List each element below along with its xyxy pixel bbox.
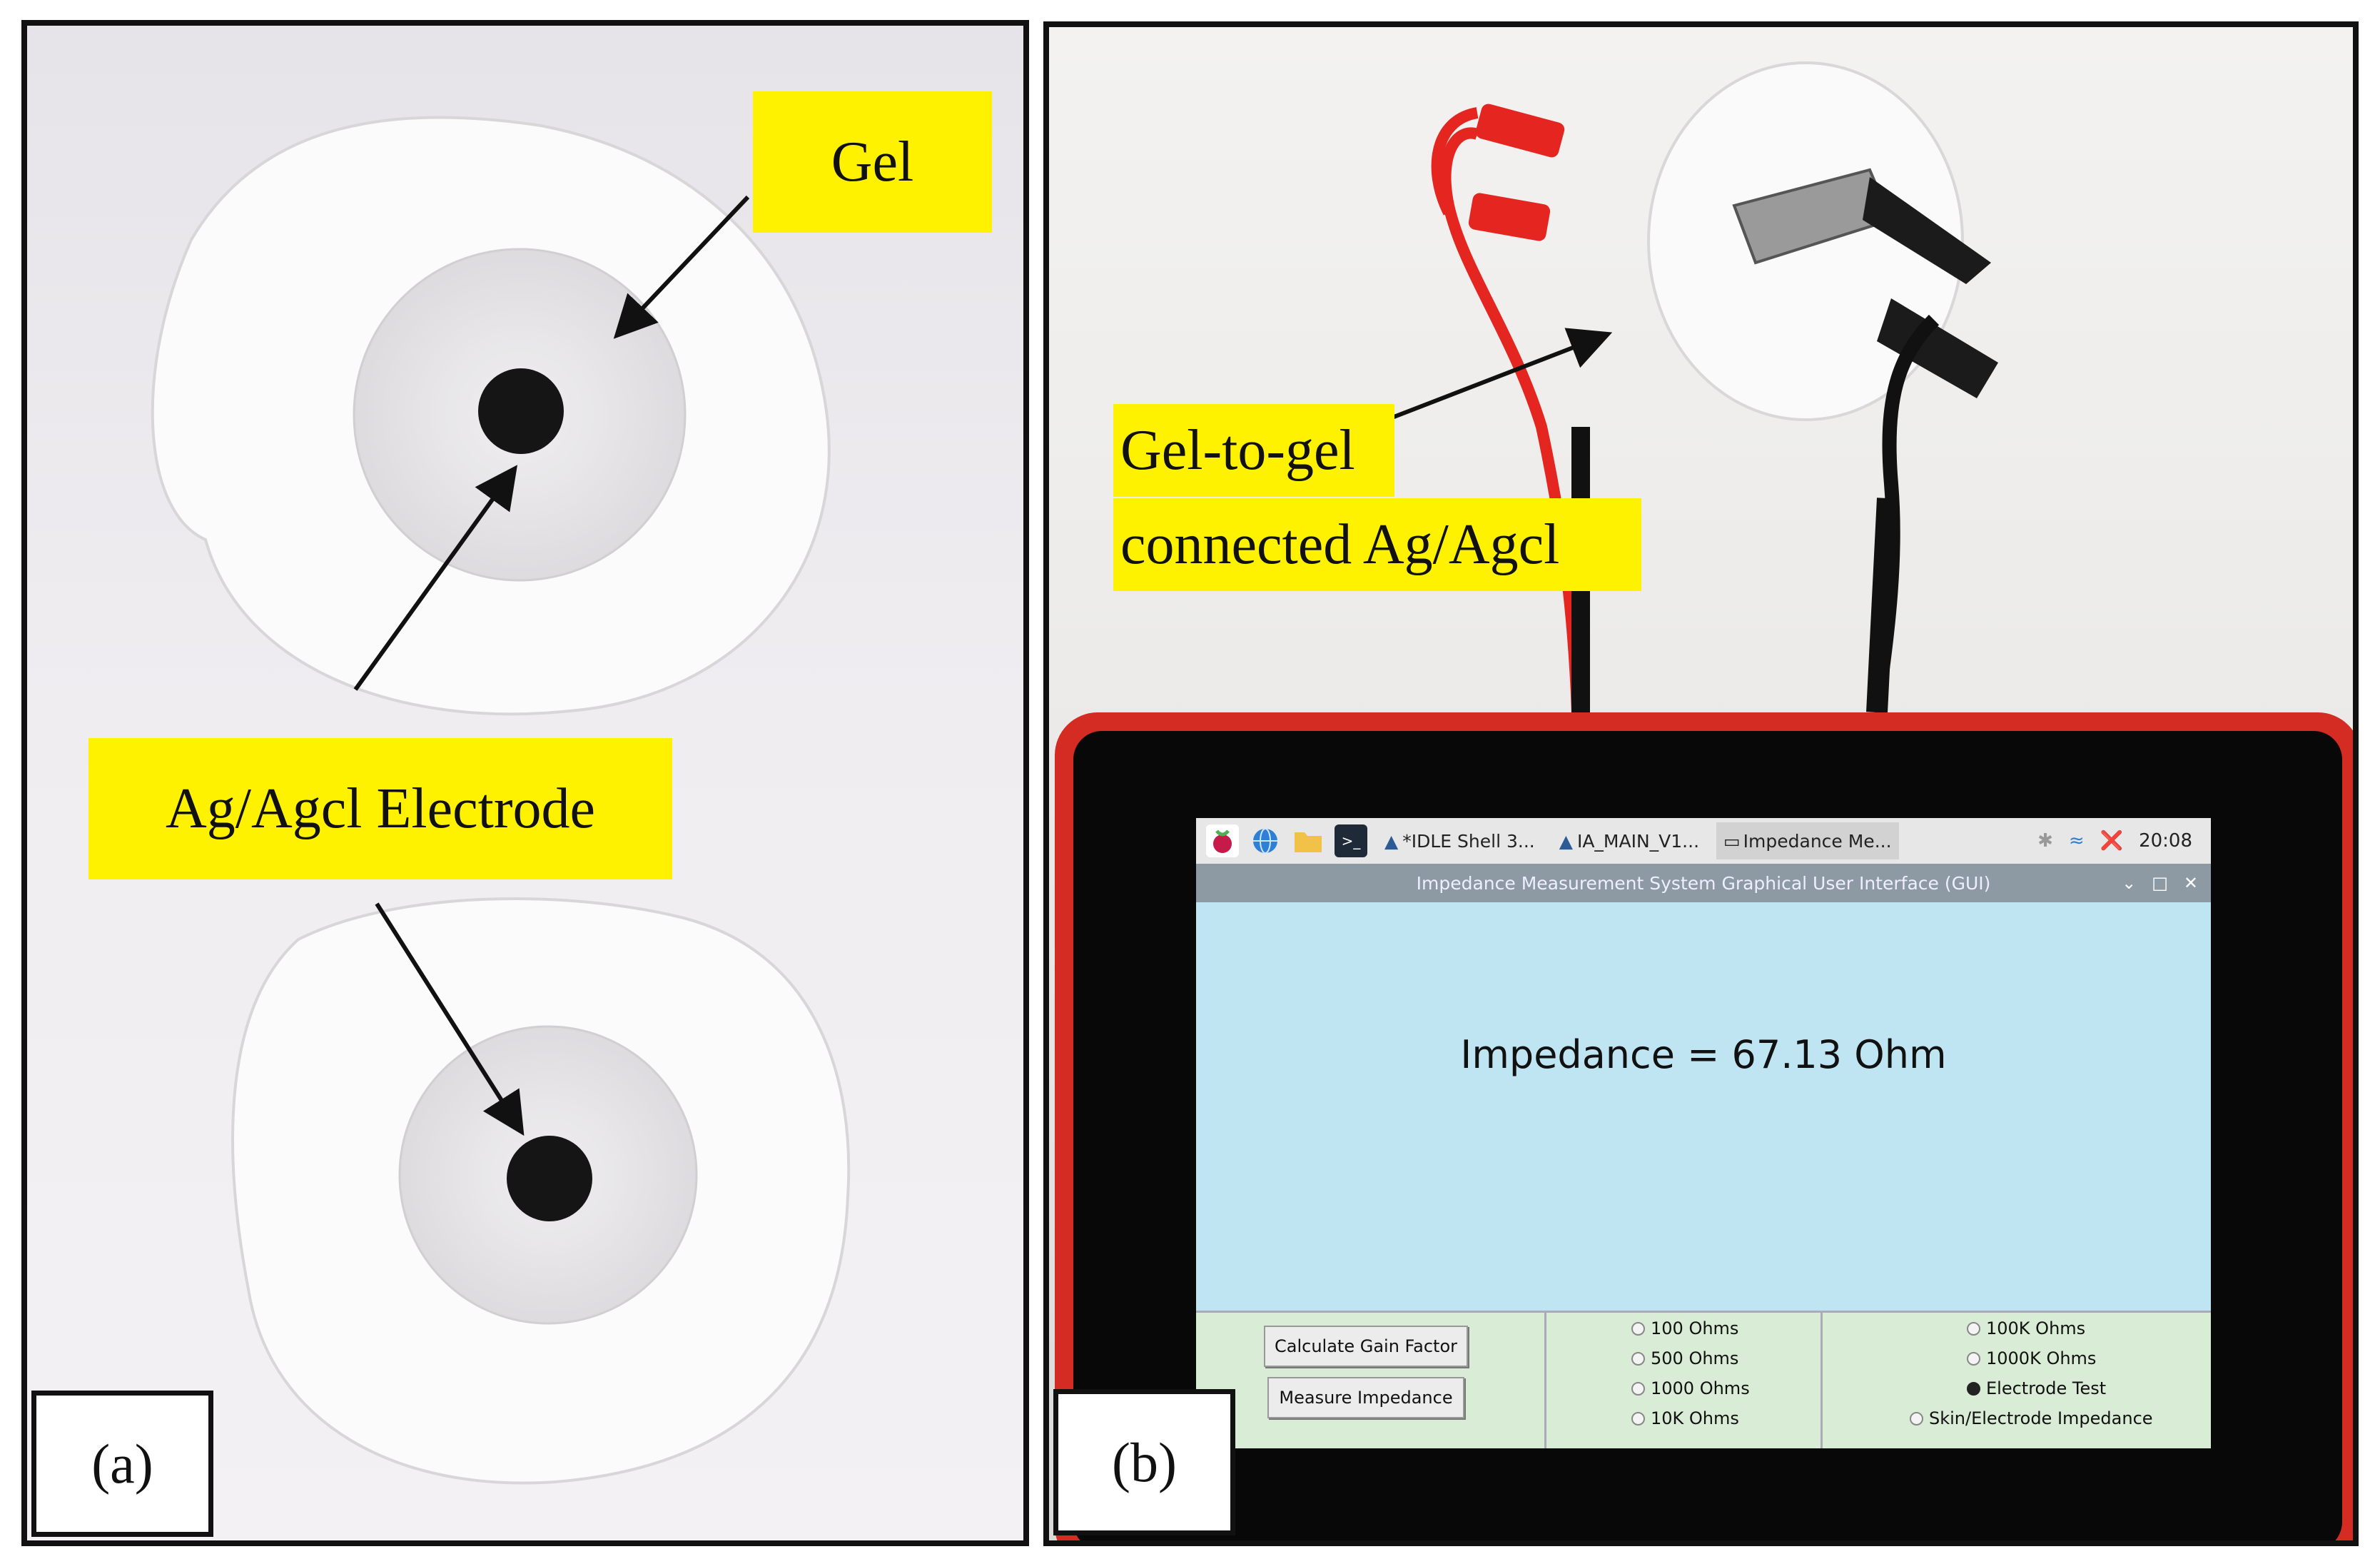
divider	[1544, 1313, 1546, 1448]
radio-100k-ohms[interactable]: 100K Ohms	[1967, 1318, 2085, 1338]
globe-icon[interactable]	[1249, 824, 1282, 857]
maximize-icon[interactable]: □	[2152, 873, 2168, 893]
system-tray: ✱ ≈ ❌ 20:08	[2037, 830, 2211, 852]
control-panel: Calculate Gain Factor Measure Impedance …	[1196, 1311, 2211, 1448]
radio-500-ohms[interactable]: 500 Ohms	[1631, 1348, 1738, 1368]
calculate-gain-factor-button[interactable]: Calculate Gain Factor	[1264, 1326, 1468, 1367]
folder-icon[interactable]	[1292, 824, 1325, 857]
top-electrode	[151, 116, 831, 716]
radio-label: 1000 Ohms	[1651, 1378, 1750, 1398]
arrow-to-bottom-electrode	[375, 902, 525, 1136]
gel-to-gel-label-line2: connected Ag/Agcl	[1113, 498, 1641, 591]
taskbar-task-idle[interactable]: ▲ *IDLE Shell 3...	[1377, 822, 1542, 859]
radio-dot	[1631, 1351, 1645, 1366]
radio-dot	[1967, 1351, 1980, 1366]
red-wire	[1439, 127, 1583, 713]
taskbar: >_ ▲ *IDLE Shell 3... ▲ IA_MAIN_V1... ▭ …	[1196, 818, 2211, 864]
measure-impedance-button[interactable]: Measure Impedance	[1267, 1377, 1464, 1418]
taskbar-task-impedance-label: Impedance Me...	[1743, 830, 1892, 852]
close-icon[interactable]: ✕	[2183, 873, 2198, 893]
radio-dot-selected	[1967, 1381, 1980, 1396]
impedance-readout: Impedance = 67.13 Ohm	[1460, 1032, 1947, 1077]
window-title: Impedance Measurement System Graphical U…	[1416, 872, 1991, 894]
taskbar-task-main[interactable]: ▲ IA_MAIN_V1...	[1552, 822, 1706, 859]
arrow-to-top-electrode	[353, 465, 518, 691]
taskbar-task-main-label: IA_MAIN_V1...	[1576, 830, 1700, 852]
radio-1000k-ohms[interactable]: 1000K Ohms	[1967, 1348, 2096, 1368]
radio-label: 1000K Ohms	[1986, 1348, 2097, 1368]
gel-label: Gel	[753, 91, 992, 233]
radio-dot	[1967, 1321, 1980, 1336]
radio-dot	[1910, 1411, 1923, 1426]
radio-label: 10K Ohms	[1651, 1408, 1739, 1428]
window-icon: ▭	[1723, 830, 1741, 852]
radio-electrode-test[interactable]: Electrode Test	[1967, 1378, 2106, 1398]
arrow-to-connected-electrode	[1376, 328, 1613, 425]
radio-label: 100K Ohms	[1986, 1318, 2086, 1338]
gel-to-gel-label-line1: Gel-to-gel	[1113, 404, 1394, 497]
alligator-clip	[1732, 168, 1998, 398]
radio-label: 100 Ohms	[1651, 1318, 1739, 1338]
panel-a-photo: Gel Ag/Agcl Electrode (a)	[21, 20, 1029, 1546]
raspberry-icon[interactable]	[1206, 824, 1239, 857]
python-icon: ▲	[1559, 830, 1573, 852]
taskbar-task-idle-label: *IDLE Shell 3...	[1402, 830, 1535, 852]
wifi-icon[interactable]: ≈	[2068, 830, 2085, 852]
window-controls: ⌄ □ ✕	[2122, 864, 2198, 902]
panel-letter-b: (b)	[1053, 1389, 1235, 1535]
radio-label: 500 Ohms	[1651, 1348, 1739, 1368]
minimize-icon[interactable]: ⌄	[2122, 873, 2137, 893]
radio-dot	[1631, 1381, 1645, 1396]
clock: 20:08	[2139, 830, 2192, 852]
panel-a-photo-art	[151, 116, 851, 1485]
taskbar-task-impedance[interactable]: ▭ Impedance Me...	[1716, 822, 1899, 859]
window-titlebar: Impedance Measurement System Graphical U…	[1196, 864, 2211, 902]
radio-dot	[1631, 1321, 1645, 1336]
radio-100-ohms[interactable]: 100 Ohms	[1631, 1318, 1738, 1338]
arrow-to-gel	[613, 195, 750, 339]
bottom-electrode	[231, 897, 851, 1485]
bluetooth-icon[interactable]: ✱	[2037, 830, 2053, 852]
tablet-screen: >_ ▲ *IDLE Shell 3... ▲ IA_MAIN_V1... ▭ …	[1196, 818, 2211, 1448]
electrode-label: Ag/Agcl Electrode	[88, 738, 672, 879]
radio-skin-electrode-impedance[interactable]: Skin/Electrode Impedance	[1910, 1408, 2153, 1428]
divider	[1821, 1313, 1823, 1448]
radio-1000-ohms[interactable]: 1000 Ohms	[1631, 1378, 1750, 1398]
panel-b-photo: Gel-to-gel connected Ag/Agcl >_ ▲ *IDLE …	[1043, 21, 2359, 1546]
panel-letter-a: (a)	[31, 1391, 213, 1537]
radio-dot	[1631, 1411, 1645, 1426]
radio-10k-ohms[interactable]: 10K Ohms	[1631, 1408, 1739, 1428]
radio-label: Electrode Test	[1986, 1378, 2107, 1398]
radio-label: Skin/Electrode Impedance	[1929, 1408, 2153, 1428]
terminal-icon[interactable]: >_	[1335, 824, 1367, 857]
python-icon: ▲	[1384, 830, 1399, 852]
volume-muted-icon[interactable]: ❌	[2100, 830, 2124, 852]
